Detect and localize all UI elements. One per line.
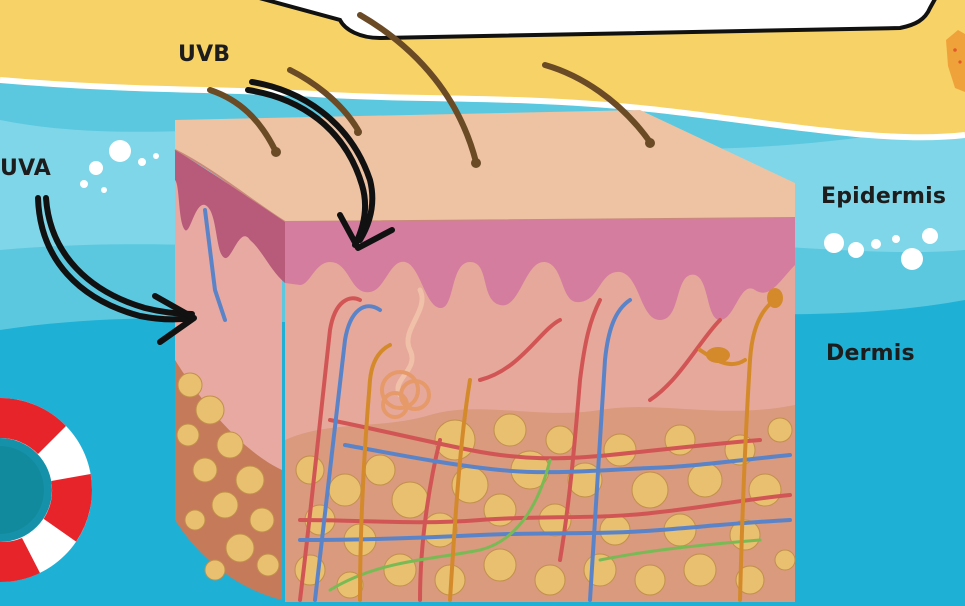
- uvb-label: UVB: [178, 42, 230, 67]
- uva-label: UVA: [0, 156, 51, 181]
- epidermis-label: Epidermis: [821, 184, 946, 209]
- dermis-label: Dermis: [826, 341, 915, 366]
